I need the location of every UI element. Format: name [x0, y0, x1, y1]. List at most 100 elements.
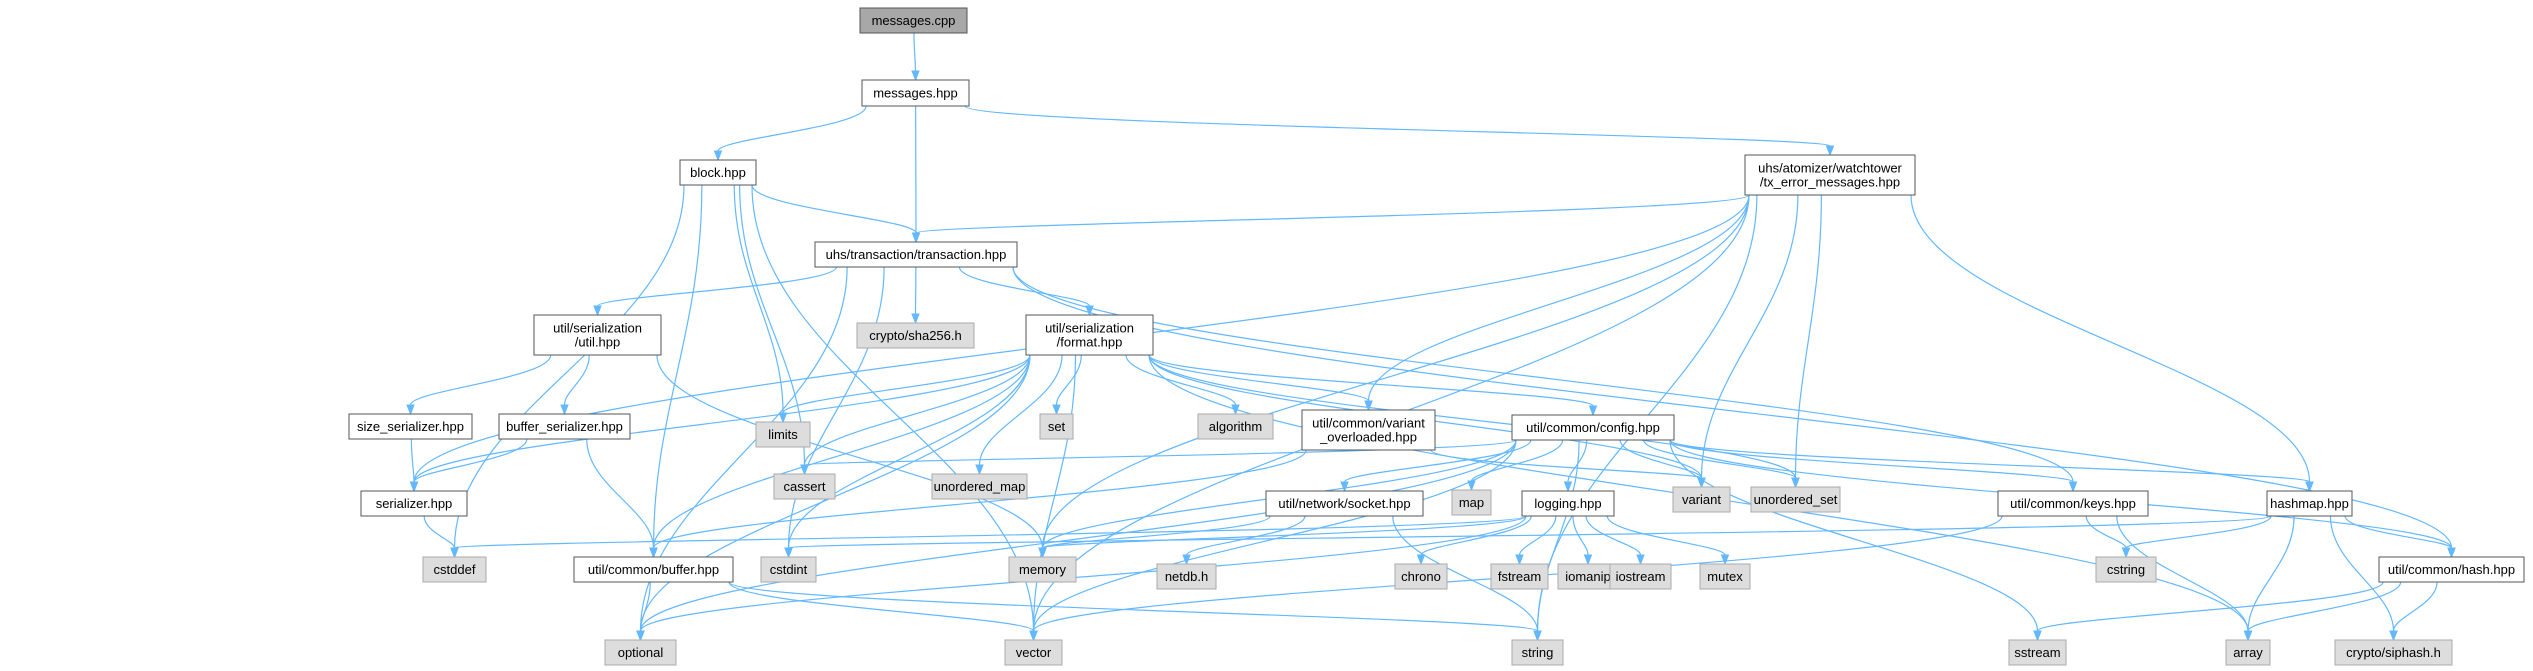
edge-line [652, 449, 1307, 549]
node-variant-ovl[interactable]: util/common/variant_overloaded.hpp [1301, 409, 1436, 451]
edge-line [656, 354, 1044, 549]
edge-line [1125, 354, 1237, 406]
include-edge-buf_ser-to-buffer_hpp [586, 438, 658, 559]
node-box [861, 79, 970, 107]
include-edge-socket_hpp-to-netdb [1182, 515, 1306, 566]
edge-arrowhead [409, 481, 419, 493]
node-label: cassert [784, 479, 826, 494]
edge-line [1669, 439, 2039, 632]
node-label: iomanip [1565, 569, 1611, 584]
node-label: util/common/keys.hpp [2010, 496, 2136, 511]
node-label: util/network/socket.hpp [1278, 496, 1410, 511]
edge-arrowhead [2033, 630, 2042, 642]
edge-arrowhead [1182, 554, 1191, 566]
node-label: limits [768, 427, 798, 442]
node-label: /util.hpp [575, 335, 621, 350]
include-edge-transaction_hpp-to-optional [636, 266, 848, 642]
edge-line [1148, 354, 1594, 407]
edge-line [413, 438, 528, 483]
include-edge-logging_hpp-to-chrono [1416, 515, 1532, 566]
node-label: array [2233, 645, 2263, 660]
node-label: netdb.h [1165, 569, 1208, 584]
node-buf-ser[interactable]: buffer_serializer.hpp [498, 413, 631, 440]
edge-line [1669, 439, 2311, 483]
edge-line [2125, 515, 2272, 549]
node-socket-hpp[interactable]: util/network/socket.hpp [1265, 490, 1424, 517]
node-serializer-hpp[interactable]: serializer.hpp [360, 490, 468, 517]
node-box [573, 556, 734, 583]
include-edge-messages_cpp-to-messages_hpp [911, 32, 920, 82]
node-box [1557, 563, 1619, 590]
node-label: unordered_map [934, 479, 1026, 494]
node-label: util/serialization [1045, 321, 1134, 336]
node-label: uhs/transaction/transaction.hpp [826, 247, 1007, 262]
edge-arrowhead [1720, 554, 1730, 566]
edge-line [1041, 515, 1527, 549]
node-box [1197, 413, 1274, 440]
include-edge-transaction_hpp-to-ser_util [593, 266, 837, 317]
node-block-hpp[interactable]: block.hpp [679, 159, 757, 186]
node-label: vector [1016, 645, 1052, 660]
edge-line [787, 266, 885, 549]
include-edge-config_hpp-to-string [1533, 439, 1580, 642]
edge-arrowhead [1340, 481, 1349, 493]
node-unordered-map: unordered_map [931, 473, 1028, 500]
edge-arrowhead [1364, 400, 1373, 412]
node-config-hpp[interactable]: util/common/config.hpp [1511, 414, 1675, 441]
edge-line [2085, 515, 2127, 549]
edge-line [639, 515, 1527, 632]
node-box [814, 241, 1018, 268]
node-messages-hpp[interactable]: messages.hpp [861, 79, 970, 107]
edge-arrowhead [2121, 547, 2131, 559]
edge-line [1536, 439, 1580, 632]
include-edge-transaction_hpp-to-keys_hpp [1012, 266, 2078, 493]
include-edge-logging_hpp-to-fstream [1515, 515, 1557, 566]
node-set: set [1039, 413, 1074, 440]
node-label: iostream [1616, 569, 1666, 584]
node-box [1451, 489, 1492, 516]
node-box [931, 473, 1028, 500]
node-hash-hpp[interactable]: util/common/hash.hpp [2378, 556, 2525, 583]
node-transaction-hpp[interactable]: uhs/transaction/transaction.hpp [814, 241, 1018, 268]
edge-line [1518, 515, 1557, 556]
node-label: util/serialization [553, 321, 642, 336]
node-keys-hpp[interactable]: util/common/keys.hpp [1997, 490, 2149, 517]
include-edge-socket_hpp-to-memory [1038, 515, 1271, 559]
edge-line [2392, 581, 2438, 632]
node-label: buffer_serializer.hpp [506, 419, 623, 434]
node-label: logging.hpp [1534, 496, 1601, 511]
edge-arrowhead [975, 464, 984, 476]
node-siphash: crypto/siphash.h [2334, 639, 2453, 666]
edge-line [1910, 194, 2311, 483]
include-edge-tx_error-to-variant [1697, 194, 1799, 489]
edge-line [1794, 194, 1822, 479]
node-label: block.hpp [690, 165, 746, 180]
include-edge-ser_util-to-size_ser [406, 354, 552, 416]
include-edge-messages_hpp-to-tx_error [964, 105, 1835, 157]
node-chrono: chrono [1394, 563, 1448, 590]
node-box [1156, 563, 1217, 590]
node-buffer-hpp[interactable]: util/common/buffer.hpp [573, 556, 734, 583]
node-box [773, 473, 836, 500]
include-edge-messages_hpp-to-block_hpp [713, 105, 867, 162]
include-edge-buffer_hpp-to-string [728, 581, 1542, 642]
node-label: optional [618, 645, 664, 660]
node-tx-error[interactable]: uhs/atomizer/watchtower/tx_error_message… [1744, 154, 1916, 196]
node-ser-util[interactable]: util/serialization/util.hpp [533, 314, 662, 356]
node-size-ser[interactable]: size_serializer.hpp [348, 413, 473, 440]
node-label: set [1048, 419, 1066, 434]
node-cstring: cstring [2095, 556, 2157, 583]
node-label: size_serializer.hpp [357, 419, 464, 434]
node-hashmap-hpp[interactable]: hashmap.hpp [2266, 490, 2353, 517]
node-messages-cpp: messages.cpp [859, 7, 968, 34]
include-edge-block_hpp-to-cstddef [450, 184, 685, 559]
edge-line [803, 354, 1031, 466]
node-box [348, 413, 473, 440]
node-label: chrono [1401, 569, 1441, 584]
include-edge-hash_hpp-to-sstream [2033, 581, 2384, 642]
edge-line [1619, 439, 1703, 479]
node-ser-format[interactable]: util/serialization/format.hpp [1025, 314, 1154, 356]
edge-line [1572, 515, 1589, 556]
node-logging-hpp[interactable]: logging.hpp [1521, 490, 1615, 517]
